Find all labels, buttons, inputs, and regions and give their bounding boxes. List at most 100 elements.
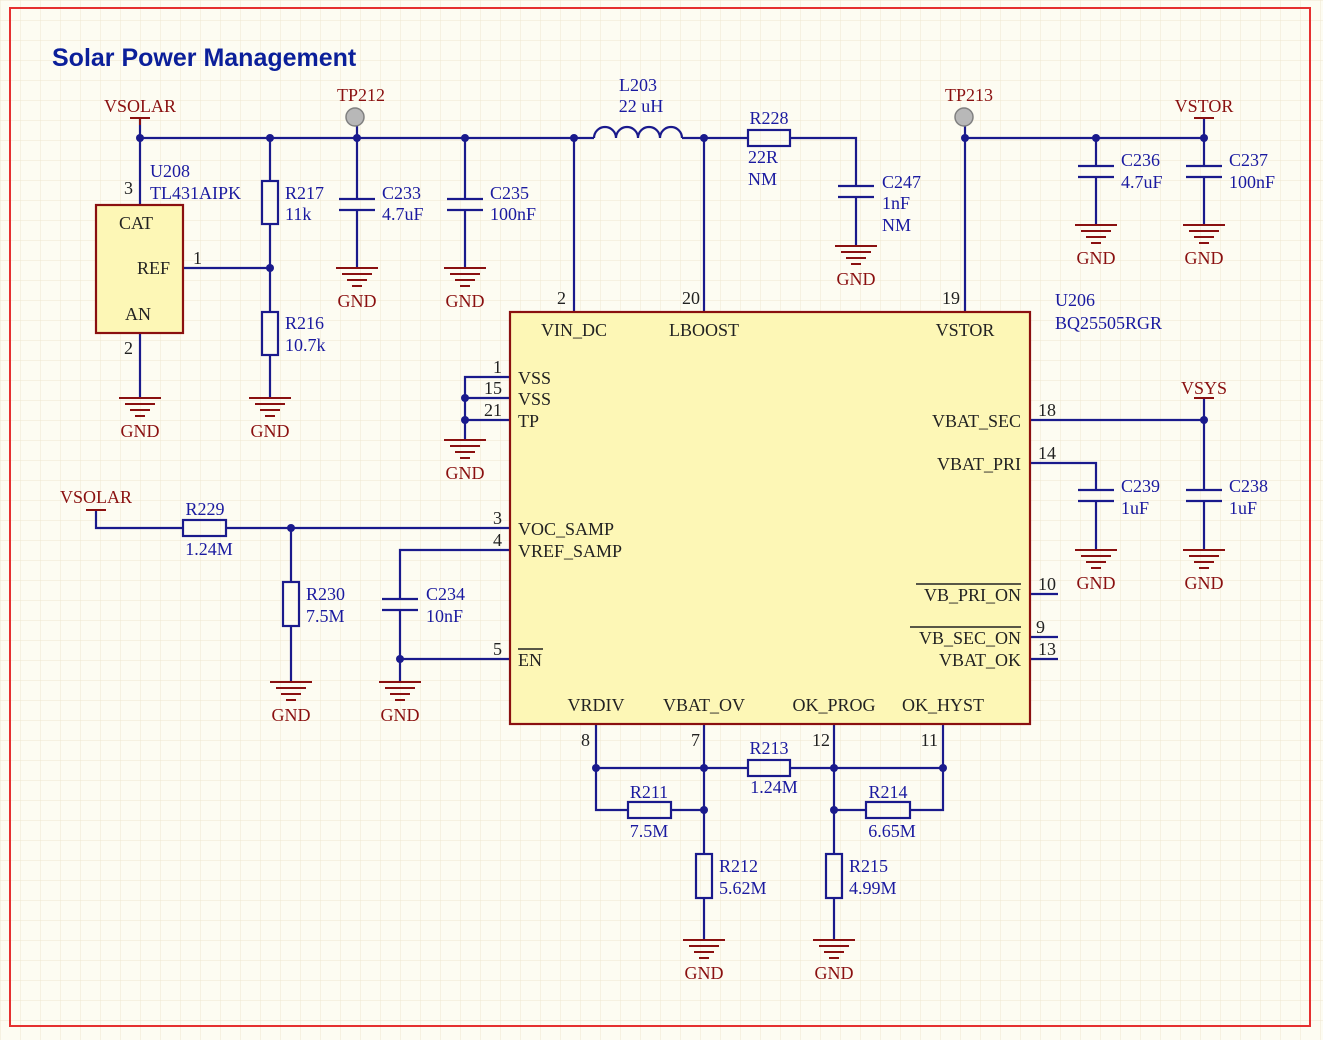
r213-designator: R213: [749, 738, 788, 758]
gnd-symbol: GND: [813, 939, 855, 983]
c237-value: 100nF: [1229, 172, 1275, 192]
c237-designator: C237: [1229, 150, 1268, 170]
gnd-label: GND: [815, 963, 854, 983]
r230-designator: R230: [306, 584, 345, 604]
capacitor-c239: C239 1uF: [1078, 476, 1160, 518]
gnd-symbol: GND: [270, 681, 312, 725]
c239-value: 1uF: [1121, 498, 1149, 518]
u206-pin-ok-prog: OK_PROG: [792, 695, 875, 715]
r229-designator: R229: [185, 499, 224, 519]
u206-pin-vrdiv: VRDIV: [568, 695, 625, 715]
tp212-label: TP212: [337, 85, 385, 105]
l203-value: 22 uH: [619, 96, 664, 116]
c247-designator: C247: [882, 172, 921, 192]
power-port-vsolar-left: VSOLAR: [60, 487, 132, 511]
u206-pinnum-2: 2: [557, 288, 566, 308]
r214-designator: R214: [868, 782, 907, 802]
inductor-l203: L203 22 uH: [592, 75, 684, 139]
u206-pin-vss1: VSS: [518, 368, 551, 388]
u206-designator: U206: [1055, 290, 1095, 310]
c247-value: 1nF: [882, 193, 910, 213]
vstor-label: VSTOR: [1175, 96, 1234, 116]
gnd-label: GND: [446, 291, 485, 311]
resistor-r212: R212 5.62M: [694, 852, 767, 900]
gnd-label: GND: [1077, 248, 1116, 268]
gnd-label: GND: [338, 291, 377, 311]
l203-designator: L203: [619, 75, 657, 95]
u206-pin-lboost: LBOOST: [669, 320, 739, 340]
r212-value: 5.62M: [719, 878, 767, 898]
u206-part: BQ25505RGR: [1055, 313, 1162, 333]
u208-part: TL431AIPK: [150, 183, 241, 203]
gnd-symbol: GND: [444, 439, 486, 483]
r212-designator: R212: [719, 856, 758, 876]
u206-pin-vin-dc: VIN_DC: [541, 320, 607, 340]
gnd-label: GND: [272, 705, 311, 725]
tp213-label: TP213: [945, 85, 993, 105]
vsolar-label: VSOLAR: [104, 96, 176, 116]
c239-designator: C239: [1121, 476, 1160, 496]
gnd-label: GND: [446, 463, 485, 483]
u206-pin-vb-sec-on: VB_SEC_ON: [919, 628, 1021, 648]
u206-pin-vbat-pri: VBAT_PRI: [937, 454, 1021, 474]
c236-designator: C236: [1121, 150, 1160, 170]
gnd-symbol: GND: [1075, 549, 1117, 593]
u206-pinnum-15: 15: [484, 378, 502, 398]
u206-pin-en: EN: [518, 650, 542, 670]
resistor-r215: R215 4.99M: [824, 852, 897, 900]
c238-value: 1uF: [1229, 498, 1257, 518]
u206-pinnum-13: 13: [1038, 639, 1056, 659]
sheet-border: [9, 7, 1311, 1027]
u208-pin-ref: REF: [137, 258, 170, 278]
vsys-label: VSYS: [1181, 378, 1227, 398]
resistor-r229: R229 1.24M: [181, 499, 233, 559]
sheet-title: Solar Power Management: [52, 44, 357, 72]
c233-value: 4.7uF: [382, 204, 424, 224]
resistor-r230: R230 7.5M: [281, 580, 345, 628]
u206-pin-vb-pri-on: VB_PRI_ON: [924, 585, 1021, 605]
c234-value: 10nF: [426, 606, 463, 626]
capacitor-c236: C236 4.7uF: [1078, 150, 1163, 192]
u206-pinnum-18: 18: [1038, 400, 1056, 420]
u206-bq25505: U206 BQ25505RGR VIN_DC LBOOST VSTOR 2 20…: [484, 288, 1162, 750]
gnd-symbol: GND: [249, 397, 291, 441]
gnd-symbol: GND: [1183, 549, 1225, 593]
u206-pin-tp: TP: [518, 411, 539, 431]
c247-note: NM: [882, 215, 911, 235]
r211-value: 7.5M: [630, 821, 669, 841]
gnd-symbol: GND: [444, 267, 486, 311]
u208-designator: U208: [150, 161, 190, 181]
c233-designator: C233: [382, 183, 421, 203]
u206-pin-vstor: VSTOR: [936, 320, 995, 340]
r211-designator: R211: [630, 782, 668, 802]
capacitor-c237: C237 100nF: [1186, 150, 1275, 192]
u206-pinnum-8: 8: [581, 730, 590, 750]
resistor-r211: R211 7.5M: [626, 782, 673, 841]
u208-pinnum-cat: 3: [124, 178, 133, 198]
u206-pin-vbat-sec: VBAT_SEC: [932, 411, 1021, 431]
power-port-vsolar-top: VSOLAR: [104, 96, 176, 125]
capacitor-c233: C233 4.7uF: [339, 183, 424, 224]
u206-pinnum-21: 21: [484, 400, 502, 420]
u206-pin-vss2: VSS: [518, 389, 551, 409]
testpoint-tp213: TP213: [945, 85, 993, 127]
capacitor-c247: C247 1nF NM: [838, 172, 921, 235]
c234-designator: C234: [426, 584, 465, 604]
c235-value: 100nF: [490, 204, 536, 224]
c236-value: 4.7uF: [1121, 172, 1163, 192]
r228-value: 22R: [748, 147, 778, 167]
r228-note: NM: [748, 169, 777, 189]
r213-value: 1.24M: [750, 777, 798, 797]
u206-pinnum-9: 9: [1036, 617, 1045, 637]
power-port-vsys: VSYS: [1181, 378, 1227, 399]
capacitor-c238: C238 1uF: [1186, 476, 1268, 518]
u208-pin-cat: CAT: [119, 213, 153, 233]
gnd-symbol: GND: [835, 245, 877, 289]
u206-pinnum-4: 4: [493, 530, 502, 550]
resistor-r217: R217 11k: [260, 179, 324, 226]
r229-value: 1.24M: [185, 539, 233, 559]
r216-value: 10.7k: [285, 335, 326, 355]
u206-pinnum-12: 12: [812, 730, 830, 750]
gnd-symbol: GND: [683, 939, 725, 983]
